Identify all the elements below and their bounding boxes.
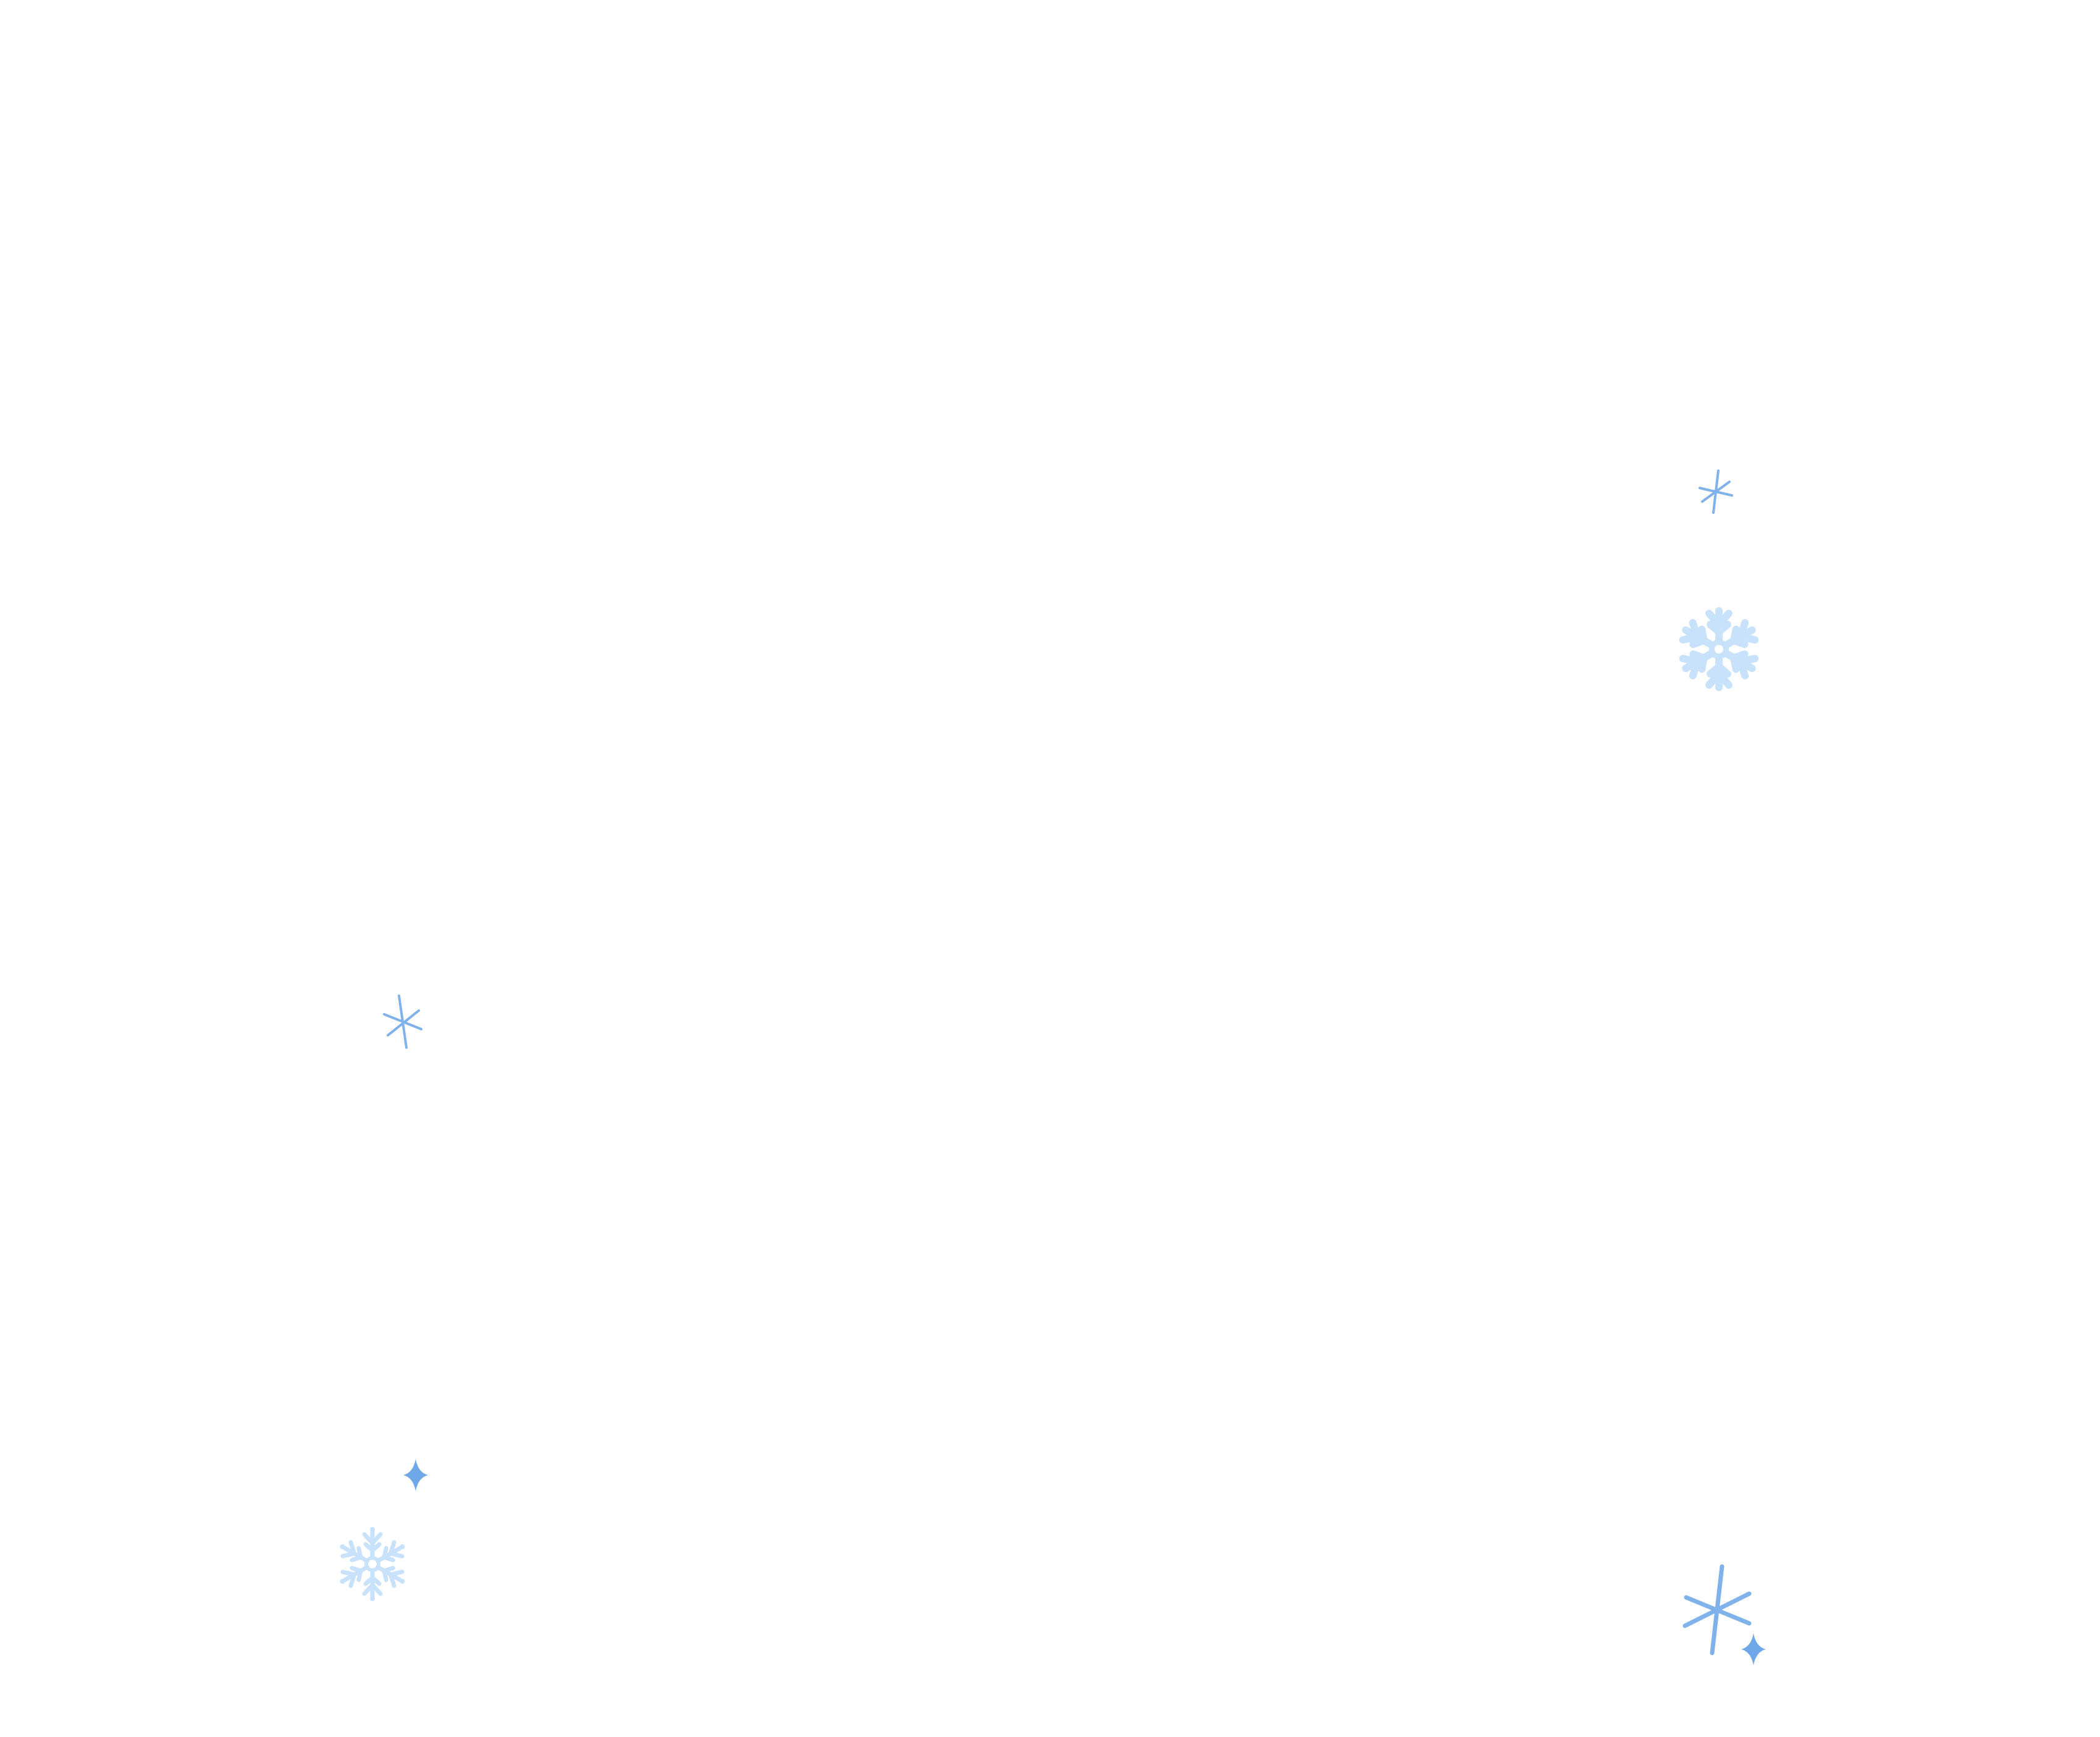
asterisk-sparkle-icon — [383, 995, 422, 1049]
snowflake-icon — [1673, 607, 1765, 696]
asterisk-sparkle-icon — [1699, 469, 1733, 514]
asterisk-sparkle-icon — [1682, 1564, 1752, 1655]
diamond-sparkle-icon — [403, 1459, 428, 1491]
snowflake-icon — [332, 1527, 413, 1605]
diamond-sparkle-icon — [1741, 1633, 1766, 1665]
